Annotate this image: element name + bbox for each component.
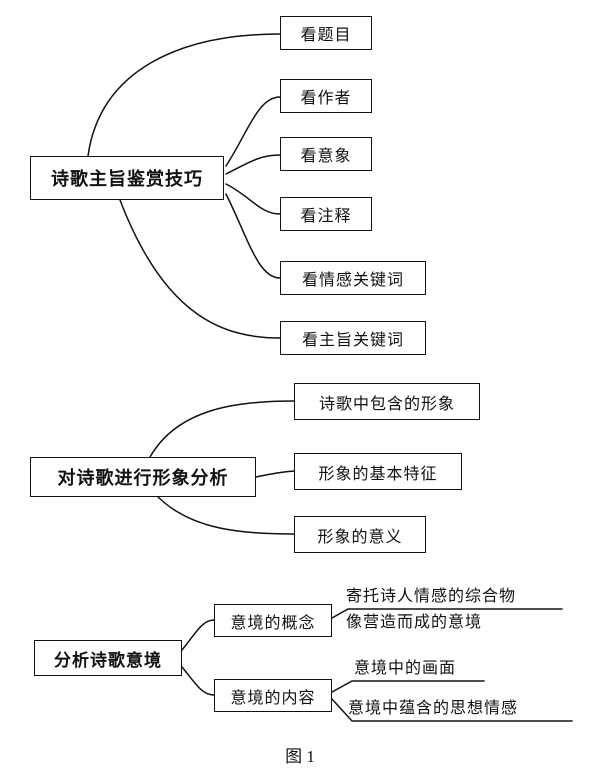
node-tree1-child-theme-keywords: 看主旨关键词 — [280, 321, 426, 355]
branch-tree2-child2 — [157, 496, 295, 535]
node-tree1-child-title: 看题目 — [280, 16, 372, 50]
branch-concept-desc — [331, 608, 563, 619]
node-tree1-child-author: 看作者 — [280, 79, 372, 113]
node-tree1-child-notes: 看注释 — [280, 197, 372, 231]
leaf-concept-desc-line2: 像营造而成的意境 — [346, 614, 483, 631]
branch-tree1-child5 — [119, 199, 281, 339]
node-tree1-child-emotion-keywords: 看情感关键词 — [280, 261, 426, 295]
branch-tree1-child1 — [225, 96, 281, 167]
node-tree2-root: 对诗歌进行形象分析 — [30, 457, 256, 497]
branch-tree2-child1 — [255, 470, 295, 478]
node-tree1-child-imagery: 看意象 — [280, 137, 372, 171]
node-tree3-concept: 意境的概念 — [214, 604, 332, 637]
node-tree2-child-basic-features: 形象的基本特征 — [294, 453, 462, 490]
branch-content-item2 — [331, 698, 573, 722]
node-tree3-root: 分析诗歌意境 — [34, 640, 182, 676]
branch-tree1-child3 — [225, 183, 281, 215]
node-tree1-root: 诗歌主旨鉴赏技巧 — [30, 156, 224, 200]
branch-tree1-child2 — [225, 154, 281, 175]
node-tree2-child-images-contained: 诗歌中包含的形象 — [294, 383, 480, 420]
leaf-content-item-picture: 意境中的画面 — [354, 660, 457, 677]
branch-tree1-child0 — [87, 33, 281, 157]
node-tree2-child-image-meaning: 形象的意义 — [294, 516, 426, 553]
branch-tree3-concept — [181, 619, 215, 651]
branch-tree2-child0 — [149, 400, 295, 458]
branch-tree3-content — [181, 666, 215, 696]
branch-content-item1 — [331, 680, 485, 693]
figure-caption: 图 1 — [285, 747, 315, 766]
leaf-content-item-thought-emotion: 意境中蕴含的思想情感 — [348, 700, 519, 717]
node-tree3-content: 意境的内容 — [214, 679, 332, 712]
branch-tree1-child4 — [225, 193, 281, 279]
leaf-concept-desc-line1: 寄托诗人情感的综合物 — [346, 588, 517, 605]
